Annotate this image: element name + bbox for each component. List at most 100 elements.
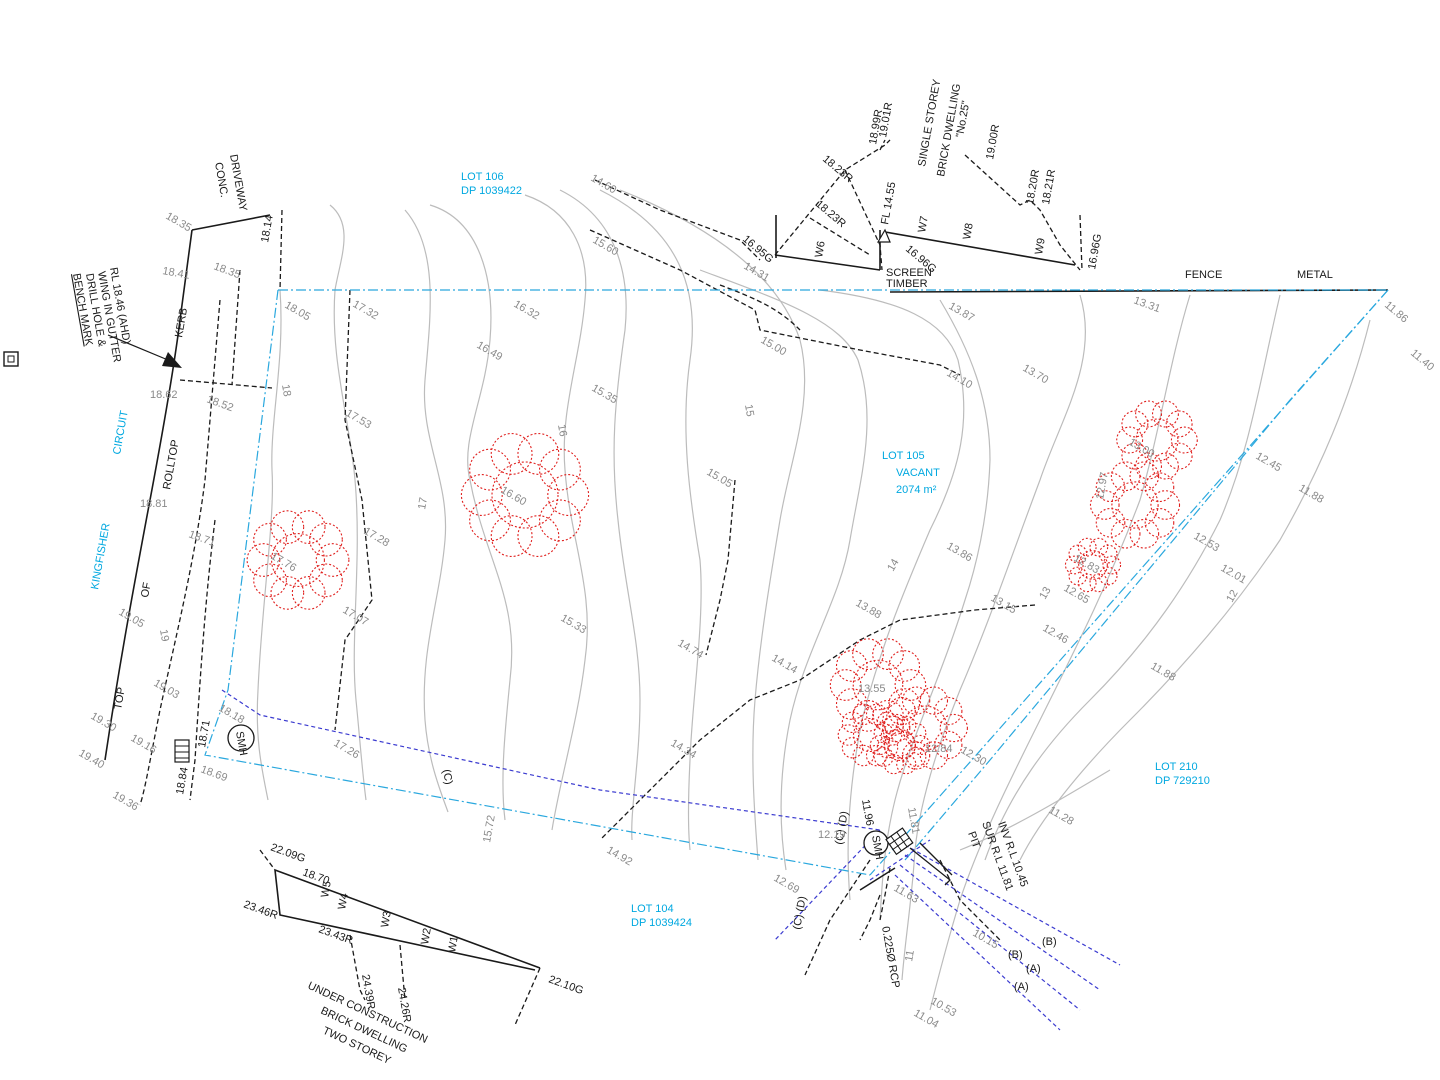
window-w8: W8 [961,222,976,240]
level: 18.81 [140,498,168,510]
window-w3: W3 [379,910,394,928]
level: 17.26 [332,737,362,761]
level: 18.41 [161,265,190,282]
window-w5: W5 [319,880,334,898]
level: 18.35 [212,261,242,282]
square-marker-icon [3,351,19,367]
level: 13.55 [858,683,886,695]
bench-mark-arrow [107,334,182,368]
tree-canopy-icon [246,510,350,610]
level: 18.05 [283,299,313,323]
window-w2: W2 [419,927,434,945]
smh-left: SMH [233,730,249,756]
pit-structure [174,724,953,921]
level: 16.32 [512,298,542,322]
service-b-2: (B) [1008,949,1023,961]
level: 15.33 [559,612,589,636]
street-top: TOP [112,686,128,710]
lot-210-dp: DP 729210 [1155,775,1210,787]
level: 17.76 [269,550,299,574]
smh-right: SMH [869,834,885,860]
level: 18.62 [150,389,178,401]
contour-15: 15 [742,403,756,417]
lot-106-title: LOT 106 [461,171,504,183]
service-c-1: (C) [440,768,454,785]
level: 11.86 [1382,299,1410,325]
window-w9: W9 [1033,237,1048,255]
level: 13.87 [947,300,977,324]
level: 18.35 [164,210,194,234]
level: 11.04 [912,1007,941,1031]
level: 15.35 [590,382,620,406]
level: 14.74 [676,637,706,661]
level: 18.52 [205,394,235,415]
level: 11.28 [1047,804,1076,828]
level: 11.96 [859,798,875,826]
level: 15.05 [705,466,735,490]
level: FL 14.55 [879,181,898,225]
rolltop-label: ROLLTOP [161,439,182,491]
level: 16.95G [740,233,775,265]
tree-canopy-icon [460,432,590,558]
level: 19.00R [984,123,1002,160]
street-of: OF [139,581,154,598]
level: 12.53 [1192,530,1222,554]
level: 12.97 [1094,471,1111,500]
driveway-line2: CONC. [212,161,230,198]
contour-16: 16 [555,423,569,437]
level: 18.70 [301,867,331,888]
kerb-label: KERB [173,307,190,339]
level: 10.15 [971,927,1001,951]
driveway-line1: DRIVEWAY [227,153,249,212]
level: 19.40 [77,747,107,771]
pit-label: PIT [965,830,982,850]
level: 18.23R [820,153,855,185]
lot-210-title: LOT 210 [1155,761,1198,773]
level: 17.32 [351,298,381,322]
window-w7: W7 [916,215,931,233]
contour-14: 14 [885,557,902,574]
contour-lines [256,189,1371,1011]
tree-canopy-icon [829,638,927,732]
service-cd-1: (C) (D) [833,810,851,845]
lot-105-area: 2074 m² [896,484,937,496]
contour-19: 19 [157,628,171,642]
level: 19.30 [89,710,119,734]
trees [246,400,1198,775]
lot-105-title: LOT 105 [882,450,925,462]
level: 23.46R [242,899,279,922]
level: 14.34 [669,737,699,761]
timber-label: TIMBER [886,278,928,290]
street-name-1: KINGFISHER [89,522,113,590]
lot-104-title: LOT 104 [631,903,674,915]
level: 14.14 [770,652,800,676]
street-name-2: CIRCUIT [111,409,131,455]
level: 13.00 [1127,436,1157,460]
service-labels: (C) (C) (D) (C) (D) (B) (B) (A) (A) [440,768,1057,993]
metal-label: METAL [1297,269,1333,281]
level: 13.70 [1021,362,1051,386]
pit-rcp: 0.225Ø RCP [879,925,902,989]
level: 18.71 [187,529,217,550]
lot-labels: LOT 105 VACANT 2074 m² LOT 106 DP 103942… [89,171,1210,929]
service-cd-2: (C) (D) [791,895,809,930]
level: 12.84 [925,743,953,755]
window-w6: W6 [813,240,828,258]
level: 13.86 [945,540,975,564]
fence-label: FENCE [1185,269,1222,281]
window-w1: W1 [446,935,461,953]
window-w4: W4 [336,892,351,910]
level: 13.15 [989,592,1019,616]
level: 11.81 [905,806,921,834]
level: 12.65 [1062,582,1092,606]
spot-levels: 18.35 18.41 18.35 18.14 18.05 17.32 18.6… [77,101,1437,1031]
level: 15.72 [481,814,498,843]
level: 22.09G [269,842,307,866]
tree-canopy-icon [1089,461,1181,549]
level: 11.40 [1408,347,1436,373]
level: 18.69 [199,764,229,785]
lot-boundary [204,289,1389,876]
contour-13: 13 [1037,585,1054,602]
tree-canopy-icon [1064,537,1122,593]
